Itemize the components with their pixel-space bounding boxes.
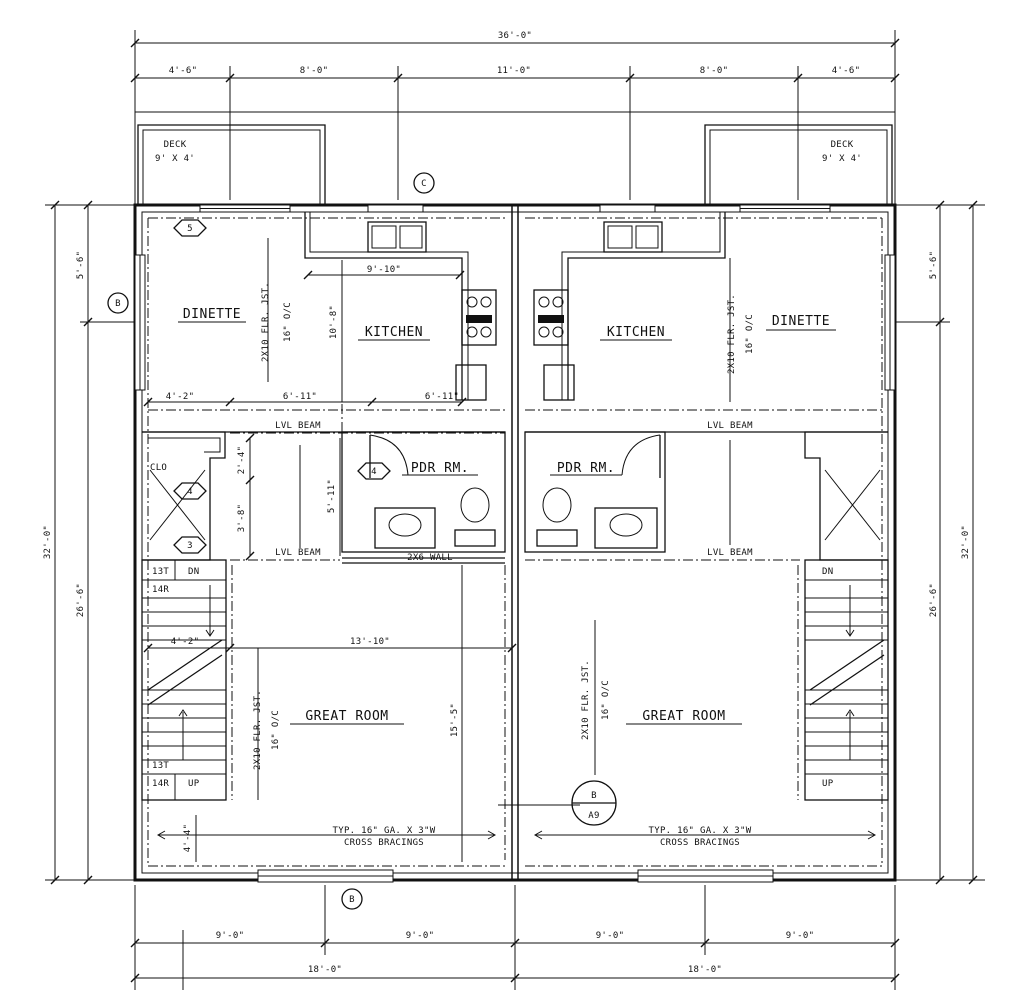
stair-up-left: UP — [188, 779, 200, 789]
dim-4-4: 4'-4" — [183, 824, 193, 853]
joist-spacing-dinette-right: 16" O/C — [745, 314, 755, 354]
stair-down-left: DN — [188, 567, 199, 577]
room-dinette-right: DINETTE — [772, 314, 830, 329]
dim-bottom-left-half: 18'-0" — [308, 965, 342, 975]
dim-bottom-right-half: 18'-0" — [688, 965, 722, 975]
dim-top-1: 4'-6" — [169, 66, 198, 76]
dim-right-lower: 26'-6" — [929, 583, 939, 617]
tag-3: 3 — [187, 541, 193, 551]
tag-b-bottom: B — [349, 895, 355, 905]
dim-overall-width: 36'-0" — [498, 31, 532, 41]
dim-dinette-6-11: 6'-11" — [283, 392, 317, 402]
joist-note-great-right: 2X10 FLR. JST. — [581, 660, 591, 740]
deck-right — [704, 124, 893, 205]
room-kitchen-right: KITCHEN — [607, 325, 665, 340]
dim-kitchen-depth: 10'-8" — [329, 305, 339, 339]
dim-top-5: 4'-6" — [832, 66, 861, 76]
tag-5: 5 — [187, 224, 193, 234]
dim-pdr-5-11: 5'-11" — [327, 479, 337, 513]
tag-b-left: B — [115, 299, 121, 309]
dimension-lines — [45, 30, 985, 990]
stair-risers-top-left: 14R — [152, 585, 169, 595]
deck-left — [137, 124, 326, 205]
joist-spacing-great-left: 16" O/C — [271, 710, 281, 750]
bracing-note-left-line1: TYP. 16" GA. X 3"W — [333, 826, 436, 836]
stair-up-right: UP — [822, 779, 834, 789]
dim-bottom-2: 9'-0" — [406, 931, 435, 941]
closet-label: CLO — [150, 463, 167, 473]
dim-top-3: 11'-0" — [497, 66, 531, 76]
stair-treads-top-left: 13T — [152, 567, 169, 577]
labels: B C B B A9 5 4 4 3 DECK 9' X 4' DECK 9' … — [43, 31, 971, 975]
room-kitchen-left: KITCHEN — [365, 325, 423, 340]
tag-c-circle — [413, 172, 435, 194]
dim-closet-3-8: 3'-8" — [237, 504, 247, 533]
dim-bottom-4: 9'-0" — [786, 931, 815, 941]
room-great-right: GREAT ROOM — [642, 709, 725, 724]
dim-great-15-5: 15'-5" — [450, 703, 460, 737]
room-great-left: GREAT ROOM — [305, 709, 388, 724]
dim-stair-4-2: 4'-2" — [171, 637, 200, 647]
tag-b-bottom-circle — [341, 888, 363, 910]
deck-right-title: DECK — [831, 140, 854, 150]
tag-c: C — [421, 179, 427, 189]
left-unit-walls — [141, 212, 506, 860]
lvl-beam-lower-left: LVL BEAM — [275, 548, 321, 558]
section-marker-b: B — [591, 791, 597, 801]
dim-kitchen-width: 9'-10" — [367, 265, 401, 275]
bracing-note-left-line2: CROSS BRACINGS — [344, 838, 424, 848]
tags — [107, 172, 617, 910]
bracing-note-right-line1: TYP. 16" GA. X 3"W — [649, 826, 752, 836]
dim-left-upper: 5'-6" — [76, 251, 86, 280]
room-dinette-left: DINETTE — [183, 307, 241, 322]
section-marker-sheet: A9 — [588, 811, 599, 821]
dim-left-overall: 32'-0" — [43, 525, 53, 559]
tag-5-hexagon — [173, 219, 207, 237]
joist-spacing-great-right: 16" O/C — [601, 680, 611, 720]
lvl-beam-upper-left: LVL BEAM — [275, 421, 321, 431]
dim-bottom-3: 9'-0" — [596, 931, 625, 941]
deck-left-size: 9' X 4' — [155, 154, 195, 164]
right-unit-walls — [524, 212, 889, 801]
joist-spacing-dinette-left: 16" O/C — [283, 302, 293, 342]
tag-4-closet: 4 — [187, 487, 193, 497]
joist-note-dinette-left: 2X10 FLR. JST. — [261, 282, 271, 362]
dim-closet-2-4: 2'-4" — [237, 446, 247, 475]
tag-4-closet-hexagon — [173, 482, 207, 500]
bracing-note-right-line2: CROSS BRACINGS — [660, 838, 740, 848]
tag-b-left-circle — [107, 292, 129, 314]
deck-left-title: DECK — [164, 140, 187, 150]
deck-right-size: 9' X 4' — [822, 154, 862, 164]
dim-right-upper: 5'-6" — [929, 251, 939, 280]
room-pdr-right: PDR RM. — [557, 461, 615, 476]
dim-dinette-4-2: 4'-2" — [166, 392, 195, 402]
wall-2x6-label: 2X6 WALL — [407, 553, 453, 563]
joist-note-dinette-right: 2X10 FLR. JST. — [727, 294, 737, 374]
lvl-beam-upper-right: LVL BEAM — [707, 421, 753, 431]
dim-top-2: 8'-0" — [300, 66, 329, 76]
dim-left-lower: 26'-6" — [76, 583, 86, 617]
tag-4-hexagon — [357, 462, 391, 480]
exterior-walls — [133, 203, 897, 882]
stair-risers-bottom-left: 14R — [152, 779, 169, 789]
dim-bottom-1: 9'-0" — [216, 931, 245, 941]
dim-right-overall: 32'-0" — [961, 525, 971, 559]
windows — [134, 204, 896, 883]
dim-top-4: 8'-0" — [700, 66, 729, 76]
tag-4-pdr: 4 — [371, 467, 377, 477]
dim-kitchen-6-11: 6'-11" — [425, 392, 459, 402]
room-pdr-left: PDR RM. — [411, 461, 469, 476]
tag-3-hexagon — [173, 536, 207, 554]
joist-note-great-left: 2X10 FLR. JST. — [253, 690, 263, 770]
stair-down-right: DN — [822, 567, 833, 577]
stair-treads-bottom-left: 13T — [152, 761, 169, 771]
dim-great-13-10: 13'-10" — [350, 637, 390, 647]
internal-dimensions — [143, 238, 877, 862]
lvl-beam-lower-right: LVL BEAM — [707, 548, 753, 558]
